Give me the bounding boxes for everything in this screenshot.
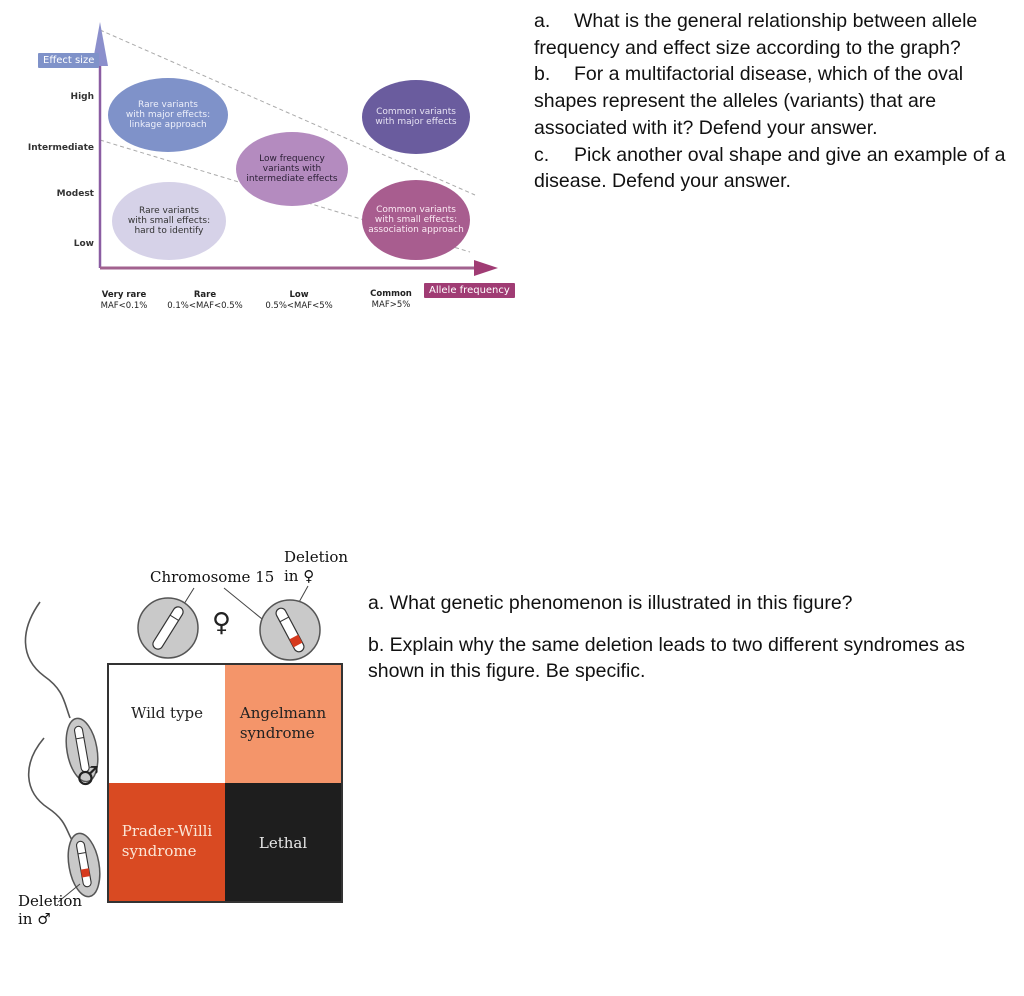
- oval-common-major: Common variants with major effects: [362, 80, 470, 154]
- x-category-name: Low: [289, 290, 309, 300]
- cell-wild-type: Wild type: [109, 665, 225, 783]
- grid-border: [107, 663, 343, 903]
- oval-label: Low frequency variants with intermediate…: [246, 154, 338, 184]
- imprinting-figure: Chromosome 15 Deletion in ♀: [0, 540, 360, 960]
- oval-label: Rare variants with major effects: linkag…: [125, 100, 211, 130]
- y-level-intermediate: Intermediate: [27, 143, 94, 153]
- question-b: b.For a multifactorial disease, which of…: [534, 61, 1014, 141]
- cell-angelmann: Angelmann syndrome: [225, 665, 341, 783]
- questions-effect-size: a.What is the general relationship betwe…: [534, 8, 1014, 195]
- y-axis-title: Effect size: [38, 53, 100, 68]
- chromosome-drawing: [24, 585, 343, 903]
- question-c: c.Pick another oval shape and give an ex…: [534, 142, 1014, 195]
- oval-rare-major: Rare variants with major effects: linkag…: [108, 78, 228, 152]
- question-text: Pick another oval shape and give an exam…: [534, 143, 1006, 193]
- oval-label: Rare variants with small effects: hard t…: [127, 206, 211, 236]
- oval-label: Common variants with small effects: asso…: [368, 205, 464, 235]
- question-letter: b.: [534, 63, 551, 86]
- cell-label: Wild type: [130, 704, 204, 722]
- chromosome-sperm-deletion: [75, 840, 92, 888]
- oval-rare-small: Rare variants with small effects: hard t…: [112, 182, 226, 260]
- oval-label: Common variants with major effects: [375, 107, 457, 127]
- male-symbol: ♂: [76, 762, 100, 792]
- oval-common-small: Common variants with small effects: asso…: [362, 180, 470, 260]
- x-category-range: MAF<0.1%: [100, 301, 148, 311]
- x-category-name: Very rare: [101, 290, 147, 300]
- question-a: a. What genetic phenomenon is illustrate…: [368, 592, 853, 614]
- x-category-range: MAF>5%: [371, 300, 411, 310]
- question-text: What is the general relationship between…: [534, 10, 978, 59]
- sperm-tail-bottom: [27, 737, 73, 841]
- x-axis-arrow: [474, 260, 498, 276]
- chromosome-label: Chromosome 15: [150, 568, 275, 586]
- chromosome-deletion-female: [275, 607, 305, 653]
- cell-lethal: Lethal: [225, 783, 341, 901]
- question-letter: a.: [534, 10, 551, 32]
- cell-label: Lethal: [258, 834, 308, 852]
- question-b: b. Explain why the same deletion leads t…: [368, 634, 965, 682]
- oval-low-frequency-intermediate: Low frequency variants with intermediate…: [236, 132, 348, 206]
- y-level-low: Low: [73, 239, 94, 249]
- chromosome-wildtype: [152, 606, 184, 650]
- cell-label: Angelmann syndrome: [239, 704, 327, 742]
- deletion-male-label: Deletion in ♂: [18, 892, 83, 928]
- effect-size-figure: Effect size Allele frequency High Interm…: [0, 0, 520, 320]
- pointer-line: [57, 883, 81, 903]
- x-category-range: 0.1%<MAF<0.5%: [167, 301, 243, 311]
- question-text: For a multifactorial disease, which of t…: [534, 63, 964, 139]
- x-category-range: 0.5%<MAF<5%: [265, 301, 333, 311]
- cell-label: Prader-Willi syndrome: [121, 822, 213, 860]
- pointer-line: [183, 587, 195, 605]
- question-letter: c.: [534, 143, 550, 166]
- questions-imprinting: a. What genetic phenomenon is illustrate…: [368, 590, 1008, 700]
- guide-line-top: [99, 29, 476, 196]
- sperm-tail-top: [24, 601, 71, 719]
- cell-prader-willi: Prader-Willi syndrome: [109, 783, 225, 901]
- question-a: a.What is the general relationship betwe…: [534, 8, 1014, 61]
- chromosome-sperm-wildtype: [73, 725, 90, 773]
- x-axis-title: Allele frequency: [424, 283, 515, 298]
- x-category-name: Common: [370, 289, 412, 299]
- female-symbol: ♀: [212, 608, 232, 638]
- x-category-name: Rare: [193, 290, 217, 300]
- y-level-high: High: [70, 92, 94, 102]
- deletion-female-label: Deletion in ♀: [284, 548, 349, 585]
- y-level-modest: Modest: [56, 189, 94, 199]
